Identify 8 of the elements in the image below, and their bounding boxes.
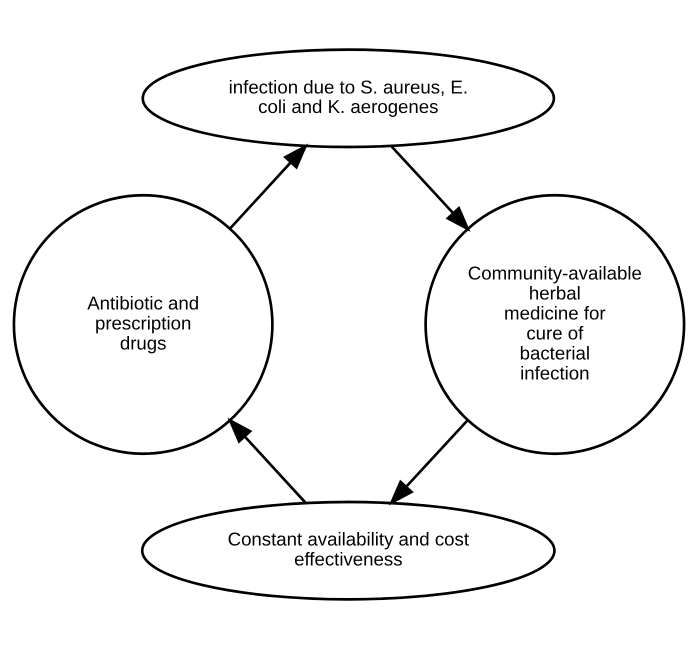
arrow xyxy=(388,420,468,506)
arrow xyxy=(229,144,308,230)
node-circle: Antibiotic and prescription drugs xyxy=(12,194,274,456)
node-circle: Community-available herbal medicine for cure of bacterial infection xyxy=(424,194,686,456)
arrow xyxy=(227,418,306,504)
node-ellipse: infection due to S. aureus, E. coli and K. aerogenes xyxy=(141,48,556,148)
arrow xyxy=(390,146,471,232)
node-ellipse: Constant availability and cost effectiveness xyxy=(140,500,556,601)
